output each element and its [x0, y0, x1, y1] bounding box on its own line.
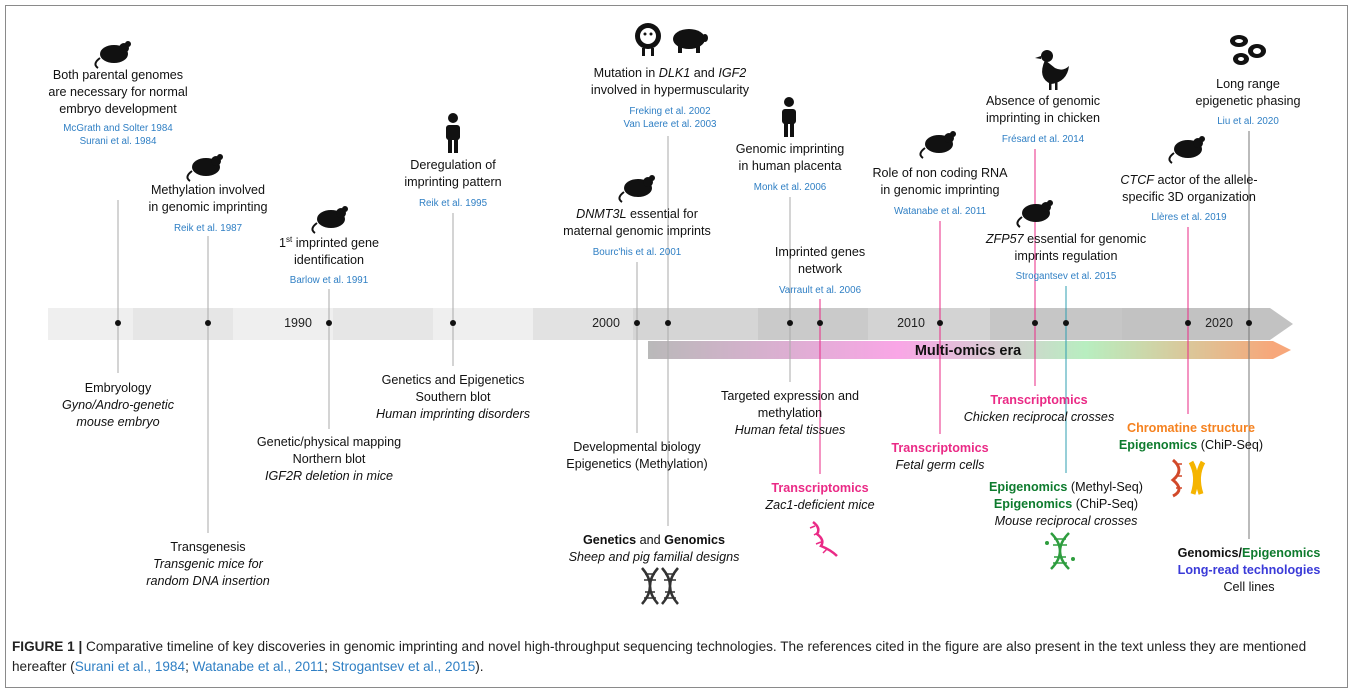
event-above-8-refs: Varrault et al. 2006	[778, 285, 862, 296]
pig-icon	[673, 29, 708, 53]
rna-icon	[809, 521, 838, 557]
timeline-dot	[326, 320, 332, 326]
year-label-1990: 1990	[284, 316, 312, 330]
event-above-12: CTCF actor of the allele-specific 3D org…	[1120, 173, 1258, 204]
multiomics-era-label: Multi-omics era	[914, 343, 1022, 359]
event-above-4-refs: Reik et al. 1995	[418, 198, 488, 209]
human-icon	[446, 113, 460, 153]
timeline-dot	[634, 320, 640, 326]
caption-citation: Surani et al., 1984	[74, 659, 186, 674]
cells-icon	[1230, 35, 1266, 65]
timeline-dot	[1032, 320, 1038, 326]
event-above-9-refs: Watanabe et al. 2011	[893, 206, 987, 217]
timeline-dot	[817, 320, 823, 326]
event-below-13: Genomics/Epigenomics Long-read technolog…	[1177, 546, 1321, 594]
dna-icon	[1045, 532, 1075, 570]
timeline-dot	[1185, 320, 1191, 326]
event-above-11-refs: Strogantsev et al. 2015	[1015, 271, 1117, 282]
mouse-icon	[311, 206, 348, 234]
caption-citation: Watanabe et al., 2011	[192, 659, 325, 674]
timeline-dot	[450, 320, 456, 326]
timeline-dot	[1246, 320, 1252, 326]
timeline-dots	[115, 320, 1252, 326]
event-above-12-refs: Llères et al. 2019	[1151, 212, 1227, 223]
icons	[94, 23, 1266, 605]
timeline-dot	[1063, 320, 1069, 326]
mouse-icon	[919, 131, 956, 159]
mouse-icon	[1016, 200, 1053, 228]
timeline-arrow	[48, 308, 1293, 340]
caption-label: FIGURE 1 |	[12, 639, 83, 654]
year-label-2000: 2000	[592, 316, 620, 330]
event-below-12: Chromatine structure Epigenomics (ChiP-S…	[1118, 421, 1264, 452]
timeline-dot	[205, 320, 211, 326]
timeline-dot	[115, 320, 121, 326]
chromatin-icon	[1170, 458, 1206, 498]
caption-citation: Strogantsev et al., 2015	[331, 659, 476, 674]
mouse-icon	[94, 41, 131, 69]
caption-text: Comparative timeline of key discoveries …	[12, 639, 1307, 674]
timeline-dot	[665, 320, 671, 326]
event-above-7-refs: Monk et al. 2006	[753, 182, 827, 193]
timeline-dot	[787, 320, 793, 326]
chicken-icon	[1035, 50, 1069, 90]
timeline-dot	[937, 320, 943, 326]
year-label-2010: 2010	[897, 316, 925, 330]
year-label-2020: 2020	[1205, 316, 1233, 330]
mouse-icon	[1168, 136, 1205, 164]
sheep-icon	[635, 23, 661, 56]
multiomics-era-arrow	[648, 341, 1291, 359]
event-above-3-refs: Barlow et al. 1991	[289, 275, 369, 286]
figure-frame	[5, 5, 1348, 688]
event-above-10-refs: Frésard et al. 2014	[1001, 134, 1085, 145]
mouse-icon	[186, 154, 223, 182]
event-above-5-refs: Bourc'his et al. 2001	[592, 247, 682, 258]
event-above-13-refs: Liu et al. 2020	[1217, 116, 1279, 127]
dna-icon	[641, 567, 679, 605]
human-icon	[782, 97, 796, 137]
event-above-2-refs: Reik et al. 1987	[173, 223, 243, 234]
figure-caption: FIGURE 1 | Comparative timeline of key d…	[12, 639, 1307, 674]
mouse-icon	[618, 175, 655, 203]
event-below-11: Epigenomics (Methyl-Seq) Epigenomics (Ch…	[989, 480, 1143, 528]
